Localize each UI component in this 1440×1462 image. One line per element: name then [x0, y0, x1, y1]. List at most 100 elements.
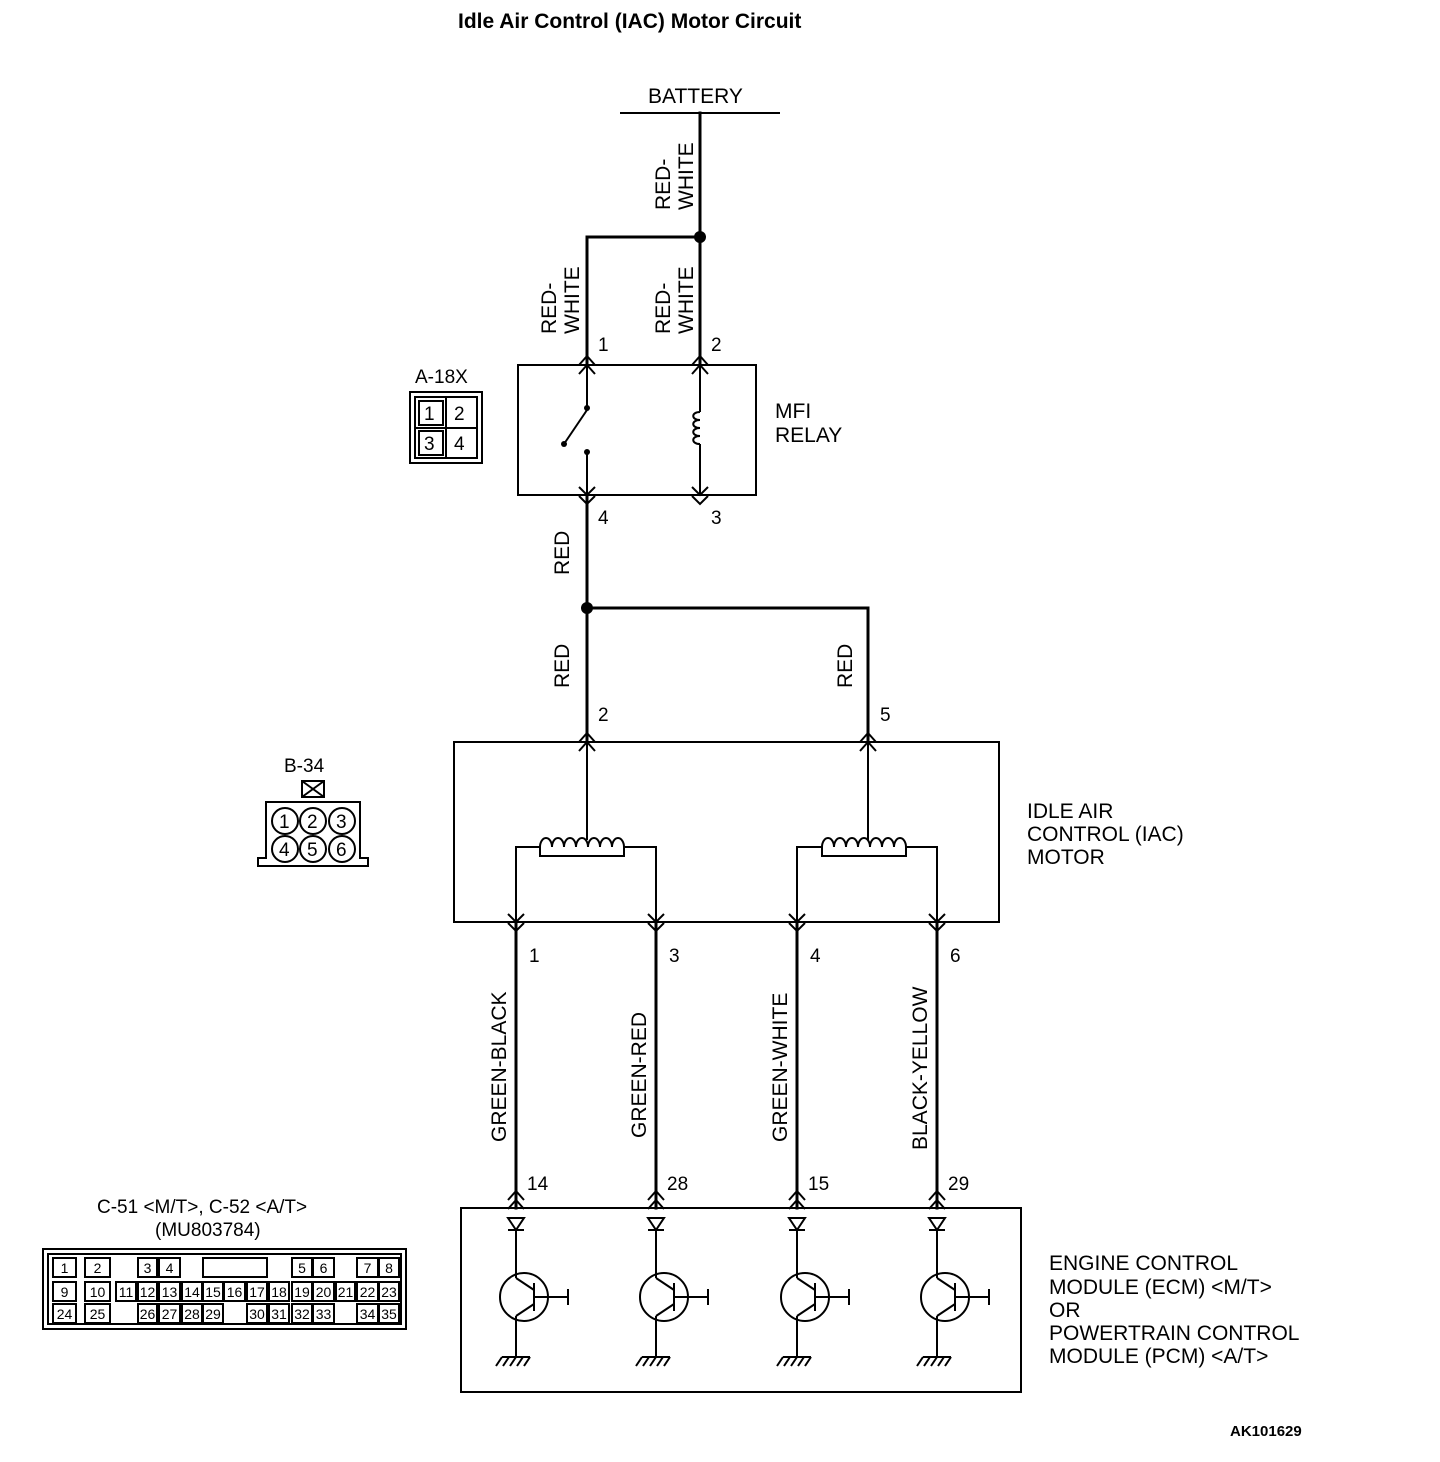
connector-c51-cell-18: 18 — [271, 1284, 287, 1300]
wire-label-iac-pin1: GREEN-BLACK — [488, 991, 511, 1142]
wire-relay-pin1 — [585, 235, 702, 367]
ecm-box — [460, 1207, 1022, 1393]
connector-c51-cell-14: 14 — [184, 1284, 200, 1300]
connector-a18x-cell-2: 2 — [454, 404, 465, 425]
connector-c51-cell-8: 8 — [385, 1260, 393, 1276]
connector-c51-cell-29: 29 — [205, 1306, 221, 1322]
battery-label: BATTERY — [648, 85, 743, 108]
connector-b34-cell-4: 4 — [279, 840, 290, 861]
connector-c51-cell-box — [158, 1257, 181, 1278]
connector-c51-cell-box — [52, 1257, 77, 1278]
iac-coil1-left-lead — [515, 846, 540, 922]
connector-b34-cell-1: 1 — [279, 812, 290, 833]
chevron-icon — [788, 1198, 806, 1210]
connector-c51-cell-box — [137, 1303, 158, 1324]
ecm-label-5: MODULE (PCM) <A/T> — [1049, 1345, 1268, 1368]
diagram-title: Idle Air Control (IAC) Motor Circuit — [458, 10, 801, 33]
connector-c51-cell-box — [84, 1257, 111, 1278]
iac-pin-1: 1 — [529, 946, 540, 967]
connector-a18x-cell-3: 3 — [424, 434, 435, 455]
chevron-icon — [788, 1189, 806, 1201]
connector-c51-cell-box — [137, 1257, 158, 1278]
connector-c51-cell-box — [202, 1303, 224, 1324]
wire-label-relay-out: RED — [551, 531, 574, 575]
ecm-label-2: MODULE (ECM) <M/T> — [1049, 1276, 1272, 1299]
connector-c51-cell-28: 28 — [184, 1306, 200, 1322]
connector-c51-cell-21: 21 — [338, 1284, 354, 1300]
connector-c51-cell-box — [84, 1303, 111, 1324]
diode-icon — [787, 1217, 807, 1232]
mfi-relay-box — [517, 364, 757, 496]
connector-c51-cell-35: 35 — [381, 1306, 397, 1322]
ecm-driver-4 — [916, 1217, 990, 1367]
connector-b34-cell-3: 3 — [336, 812, 347, 833]
connector-c51-cell-19: 19 — [294, 1284, 310, 1300]
chevron-icon — [691, 495, 709, 506]
iac-pin-6: 6 — [950, 946, 961, 967]
chevron-icon — [647, 1189, 665, 1201]
connector-c51-cell-30: 30 — [249, 1306, 265, 1322]
connector-c51-cell-box — [268, 1281, 290, 1302]
connector-a18x-cell-4: 4 — [454, 434, 465, 455]
connector-c51-cell-27: 27 — [162, 1306, 178, 1322]
connector-c51-cell-25: 25 — [90, 1306, 106, 1322]
relay-switch-arm-icon — [563, 409, 588, 445]
connector-b34-face — [257, 780, 369, 867]
connector-c51-cell-box — [246, 1303, 268, 1324]
iac-coil1-base — [539, 847, 625, 857]
connector-c51-cell-box — [378, 1257, 400, 1278]
connector-c51-cell-17: 17 — [249, 1284, 265, 1300]
ecm-driver-1 — [495, 1217, 569, 1367]
iac-coil2-right-lead — [906, 846, 938, 922]
figure-code: AK101629 — [1230, 1423, 1302, 1440]
wire-label-iac-pin5: RED — [834, 644, 857, 688]
wire-label-relay-pin2-2: WHITE — [675, 266, 698, 334]
connector-c51-cell-box — [158, 1303, 181, 1324]
lock-tab-icon — [301, 780, 325, 798]
connector-c51-cell-31: 31 — [271, 1306, 287, 1322]
connector-c51-cell-box — [268, 1303, 290, 1324]
connector-c51-cell-33: 33 — [316, 1306, 332, 1322]
diode-icon — [506, 1217, 526, 1232]
connector-c51-cell-2: 2 — [94, 1260, 102, 1276]
connector-c51-cell-box — [312, 1281, 335, 1302]
mfi-relay-pin-1: 1 — [598, 335, 609, 356]
connector-c51-cell-6: 6 — [320, 1260, 328, 1276]
connector-c51-cell-4: 4 — [166, 1260, 174, 1276]
chevron-icon — [928, 1189, 946, 1201]
iac-pin-2: 2 — [598, 705, 609, 726]
ecm-pin-14: 14 — [527, 1174, 549, 1195]
connector-c51-cell-11: 11 — [119, 1284, 134, 1300]
iac-coil2-left-lead — [796, 846, 822, 922]
connector-a18x-name: A-18X — [415, 367, 468, 388]
iac-pin-4: 4 — [810, 946, 821, 967]
connector-c51-cell-16: 16 — [227, 1284, 243, 1300]
connector-c51-cell-23: 23 — [381, 1284, 397, 1300]
chevron-icon — [928, 1198, 946, 1210]
relay-contact — [584, 405, 590, 411]
ecm-driver-3 — [776, 1217, 850, 1367]
connector-c51-cell-box — [52, 1303, 77, 1324]
connector-c51-cell-10: 10 — [90, 1284, 106, 1300]
iac-label-3: MOTOR — [1027, 846, 1105, 869]
connector-b34-cell-2: 2 — [307, 812, 318, 833]
connector-b34-cell-6: 6 — [336, 840, 347, 861]
ecm-label-4: POWERTRAIN CONTROL — [1049, 1322, 1299, 1345]
connector-c51-cell-13: 13 — [162, 1284, 178, 1300]
iac-pin-3: 3 — [669, 946, 680, 967]
wire-label-iac-pin6: BLACK-YELLOW — [909, 986, 932, 1150]
connector-c51-cell-box — [335, 1281, 356, 1302]
connector-c51-cell-32: 32 — [294, 1306, 310, 1322]
connector-c51-inner — [47, 1253, 402, 1325]
wire-label-iac-pin4: GREEN-WHITE — [769, 993, 792, 1142]
connector-c51-outer — [42, 1248, 407, 1330]
iac-label-1: IDLE AIR — [1027, 800, 1113, 823]
ecm-pin-29: 29 — [948, 1174, 969, 1195]
connector-c51-cell-12: 12 — [140, 1284, 156, 1300]
connector-c51-cell-box — [84, 1281, 111, 1302]
chevron-icon — [507, 1189, 525, 1201]
connector-c51-latch — [202, 1257, 268, 1278]
connector-c51-cell-3: 3 — [144, 1260, 152, 1276]
ecm-pin-28: 28 — [667, 1174, 688, 1195]
mfi-relay-label-1: MFI — [775, 400, 811, 423]
